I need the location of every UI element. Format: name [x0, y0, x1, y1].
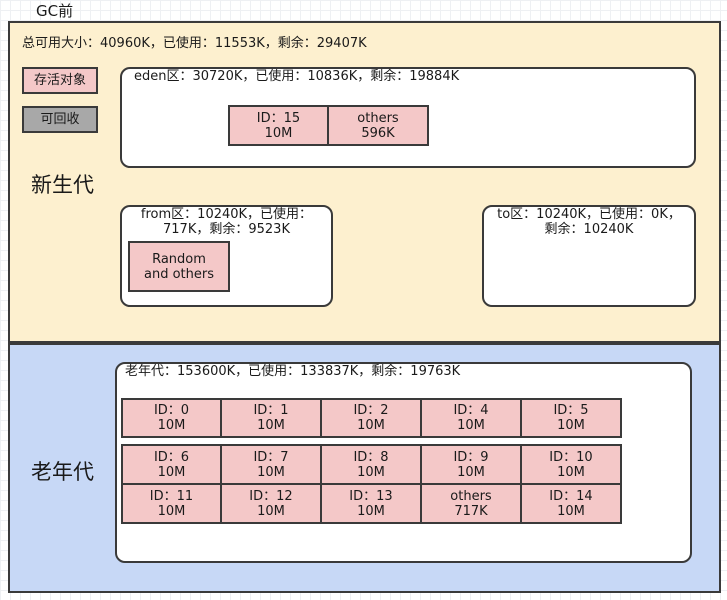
object-size: 10M [264, 125, 293, 141]
to-region [482, 205, 696, 307]
object-size: 10M [157, 418, 186, 433]
object-label: ID：6 [153, 449, 190, 465]
eden-object: ID：15 10M [228, 105, 329, 146]
old-object: ID：5 10M [520, 398, 622, 438]
object-label: ID：4 [453, 403, 489, 418]
old-object: ID：0 10M [121, 398, 222, 438]
from-object: Random and others [128, 241, 230, 292]
old-gen-info: 老年代：153600K，已使用：133837K，剩余：19763K [125, 364, 461, 379]
object-label: ID：15 [256, 110, 301, 126]
object-size: 10M [557, 503, 585, 519]
object-label: ID：13 [349, 488, 393, 504]
from-info: from区：10240K，已使用： 717K，剩余：9523K [124, 207, 329, 237]
object-size: 10M [357, 464, 385, 480]
object-size: 10M [357, 503, 385, 519]
object-size: 10M [257, 418, 285, 433]
old-object: ID：12 10M [220, 483, 322, 524]
object-label: ID：7 [253, 449, 289, 465]
object-label: ID：0 [153, 403, 190, 418]
object-label: ID：1 [253, 403, 289, 418]
object-size: 10M [557, 464, 585, 480]
diagram-title: GC前 [36, 2, 74, 20]
object-label: ID：9 [453, 449, 489, 465]
object-size: 10M [157, 503, 186, 519]
eden-info: eden区：30720K，已使用：10836K，剩余：19884K [134, 69, 460, 84]
object-label: ID：5 [553, 403, 589, 418]
object-size: 10M [557, 418, 585, 433]
object-size: 10M [157, 464, 186, 480]
object-size: 10M [357, 418, 385, 433]
object-size: 596K [361, 125, 395, 141]
to-info-line1: to区：10240K，已使用：0K， [497, 207, 681, 222]
old-object: ID：11 10M [121, 483, 222, 524]
object-size: 717K [454, 503, 488, 519]
old-object: ID：4 10M [420, 398, 522, 438]
legend-reclaimable: 可回收 [22, 106, 98, 133]
object-label: others [357, 110, 399, 126]
object-size: 10M [257, 503, 285, 519]
object-size: 10M [257, 464, 285, 480]
old-object: ID：10 10M [520, 444, 622, 485]
old-object: others 717K [420, 483, 522, 524]
object-label: Random [152, 251, 206, 267]
old-object: ID：1 10M [220, 398, 322, 438]
object-size: 10M [457, 418, 485, 433]
old-object: ID：6 10M [121, 444, 222, 485]
old-object: ID：2 10M [320, 398, 422, 438]
old-object: ID：9 10M [420, 444, 522, 485]
legend-live-objects: 存活对象 [22, 67, 98, 94]
object-size: 10M [457, 464, 485, 480]
old-object: ID：8 10M [320, 444, 422, 485]
object-label: ID：14 [549, 488, 593, 504]
old-object: ID：13 10M [320, 483, 422, 524]
object-label: ID：2 [353, 403, 389, 418]
object-label: ID：12 [249, 488, 293, 504]
old-object: ID：14 10M [520, 483, 622, 524]
object-size: and others [144, 266, 214, 282]
object-label: ID：8 [353, 449, 389, 465]
young-gen-label: 新生代 [31, 173, 94, 197]
to-info: to区：10240K，已使用：0K， 剩余：10240K [486, 207, 692, 237]
from-info-line1: from区：10240K，已使用： [140, 207, 313, 222]
object-label: ID：10 [549, 449, 593, 465]
to-info-line2: 剩余：10240K [544, 222, 634, 237]
old-gen-label: 老年代 [31, 460, 94, 484]
object-label: ID：11 [149, 488, 194, 504]
object-label: others [450, 488, 492, 504]
eden-object: others 596K [327, 105, 429, 146]
from-info-line2: 717K，剩余：9523K [163, 222, 290, 237]
young-gen-total: 总可用大小：40960K，已使用：11553K，剩余：29407K [22, 36, 367, 51]
old-object: ID：7 10M [220, 444, 322, 485]
